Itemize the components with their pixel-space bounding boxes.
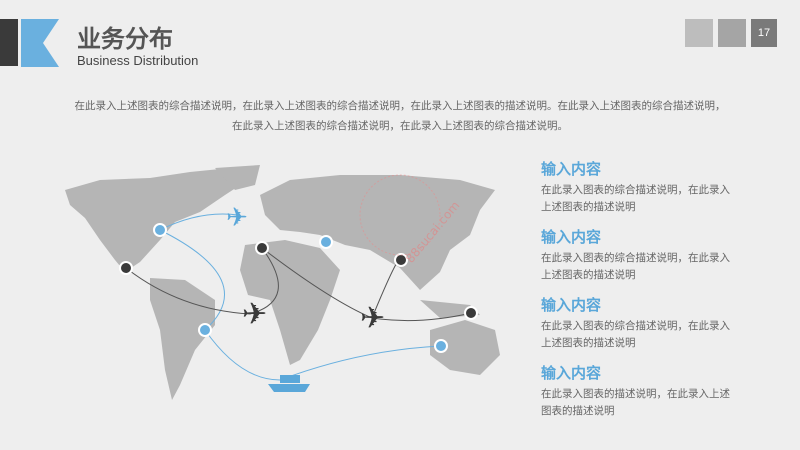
- page-subtitle: Business Distribution: [77, 53, 199, 68]
- logo-k-shape: [21, 19, 59, 67]
- south-america: [150, 278, 215, 400]
- info-title: 输入内容: [541, 160, 602, 178]
- europe-asia: [260, 175, 495, 290]
- airplane-icon: ✈: [242, 297, 267, 332]
- ship-icon: [268, 375, 310, 392]
- deco-square: [718, 19, 746, 47]
- marker-blue: [319, 235, 333, 249]
- info-item: 输入内容在此录入图表的综合描述说明，在此录入上述图表的描述说明: [541, 158, 731, 216]
- marker-dark: [255, 241, 269, 255]
- info-item: 输入内容在此录入图表的综合描述说明，在此录入上述图表的描述说明: [541, 226, 731, 284]
- info-title: 输入内容: [541, 228, 602, 246]
- description: 在此录入上述图表的综合描述说明，在此录入上述图表的综合描述说明，在此录入上述图表…: [74, 100, 726, 132]
- marker-blue: [434, 339, 448, 353]
- info-item: 输入内容在此录入图表的综合描述说明，在此录入上述图表的描述说明: [541, 294, 731, 352]
- airplane-icon: ✈: [360, 301, 385, 336]
- info-title: 输入内容: [541, 364, 602, 382]
- marker-dark: [119, 261, 133, 275]
- info-text: 在此录入图表的综合描述说明，在此录入上述图表的描述说明: [541, 252, 730, 281]
- info-text: 在此录入图表的描述说明，在此录入上述图表的描述说明: [541, 388, 730, 417]
- australia: [430, 320, 500, 375]
- info-text: 在此录入图表的综合描述说明，在此录入上述图表的描述说明: [541, 184, 730, 213]
- page-title: 业务分布: [77, 25, 173, 53]
- deco-square: [685, 19, 713, 47]
- marker-blue: [153, 223, 167, 237]
- info-item: 输入内容在此录入图表的描述说明，在此录入上述图表的描述说明: [541, 362, 731, 420]
- north-america: [65, 168, 248, 272]
- marker-dark: [394, 253, 408, 267]
- airplane-icon: ✈: [226, 203, 248, 233]
- africa: [240, 240, 340, 365]
- page-number: 17: [751, 19, 777, 47]
- marker-dark: [464, 306, 478, 320]
- logo-dark-bar: [0, 19, 18, 66]
- info-text: 在此录入图表的综合描述说明，在此录入上述图表的描述说明: [541, 320, 730, 349]
- greenland: [215, 165, 260, 190]
- location-markers: [119, 223, 478, 353]
- info-title: 输入内容: [541, 296, 602, 314]
- marker-blue: [198, 323, 212, 337]
